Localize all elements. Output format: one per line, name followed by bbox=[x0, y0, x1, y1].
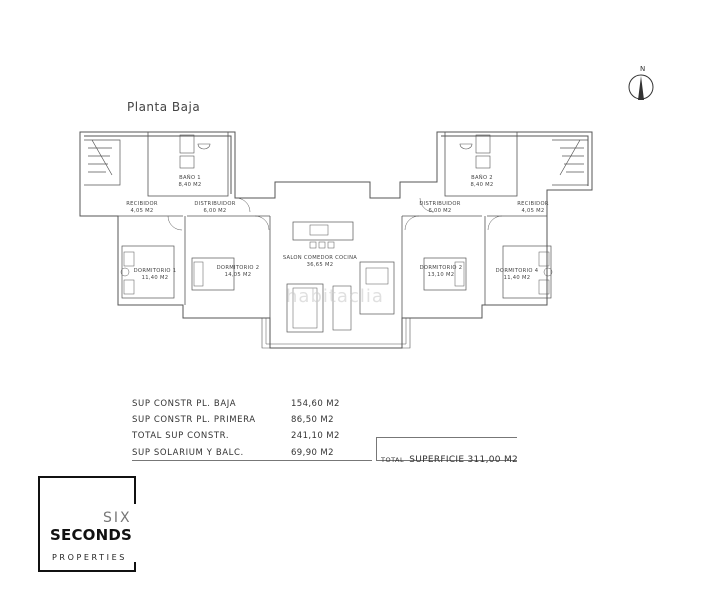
door-arcs bbox=[167, 197, 503, 231]
bath-2-toilet bbox=[459, 143, 473, 150]
terrace bbox=[261, 318, 411, 349]
partition-left bbox=[117, 215, 271, 318]
stairs-left bbox=[84, 139, 121, 186]
bath-1-sink bbox=[179, 155, 195, 169]
logo-seconds: SECONDS bbox=[50, 526, 133, 544]
logo-six: SIX bbox=[103, 510, 132, 526]
plan-title: Planta Baja bbox=[127, 100, 201, 114]
logo-properties: PROPERTIES bbox=[52, 553, 127, 562]
compass-icon bbox=[628, 74, 654, 100]
bath-2-shower bbox=[475, 134, 491, 154]
wall-left-upper bbox=[79, 131, 593, 349]
bed-dormitorio-2-right bbox=[423, 257, 467, 291]
stairs-right bbox=[552, 139, 589, 186]
bed-dormitorio-1 bbox=[121, 245, 175, 299]
partition-right bbox=[401, 215, 547, 318]
bath-1-shower bbox=[179, 134, 195, 154]
wall-inner-right bbox=[441, 135, 589, 186]
wall-inner bbox=[84, 135, 232, 194]
dining-table bbox=[286, 283, 324, 333]
bath-2-sink bbox=[475, 155, 491, 169]
bath-2 bbox=[444, 131, 518, 197]
sofa bbox=[359, 261, 395, 315]
bath-1-toilet bbox=[197, 143, 211, 150]
bed-dormitorio-2-left bbox=[191, 257, 235, 291]
total-value: SUPERFICIE 311,00 M2 bbox=[409, 455, 519, 465]
total-box bbox=[376, 437, 517, 461]
stats-divider bbox=[132, 460, 372, 461]
bed-dormitorio-4 bbox=[502, 245, 552, 299]
total-label: TOTAL bbox=[381, 456, 405, 464]
logo-frame bbox=[38, 476, 136, 572]
watermark: habitaclia bbox=[286, 286, 384, 307]
compass-label: N bbox=[640, 65, 646, 73]
bath-1 bbox=[147, 131, 229, 197]
total-surface: TOTAL SUPERFICIE 311,00 M2 bbox=[381, 447, 518, 466]
kitchen-island bbox=[292, 221, 354, 241]
